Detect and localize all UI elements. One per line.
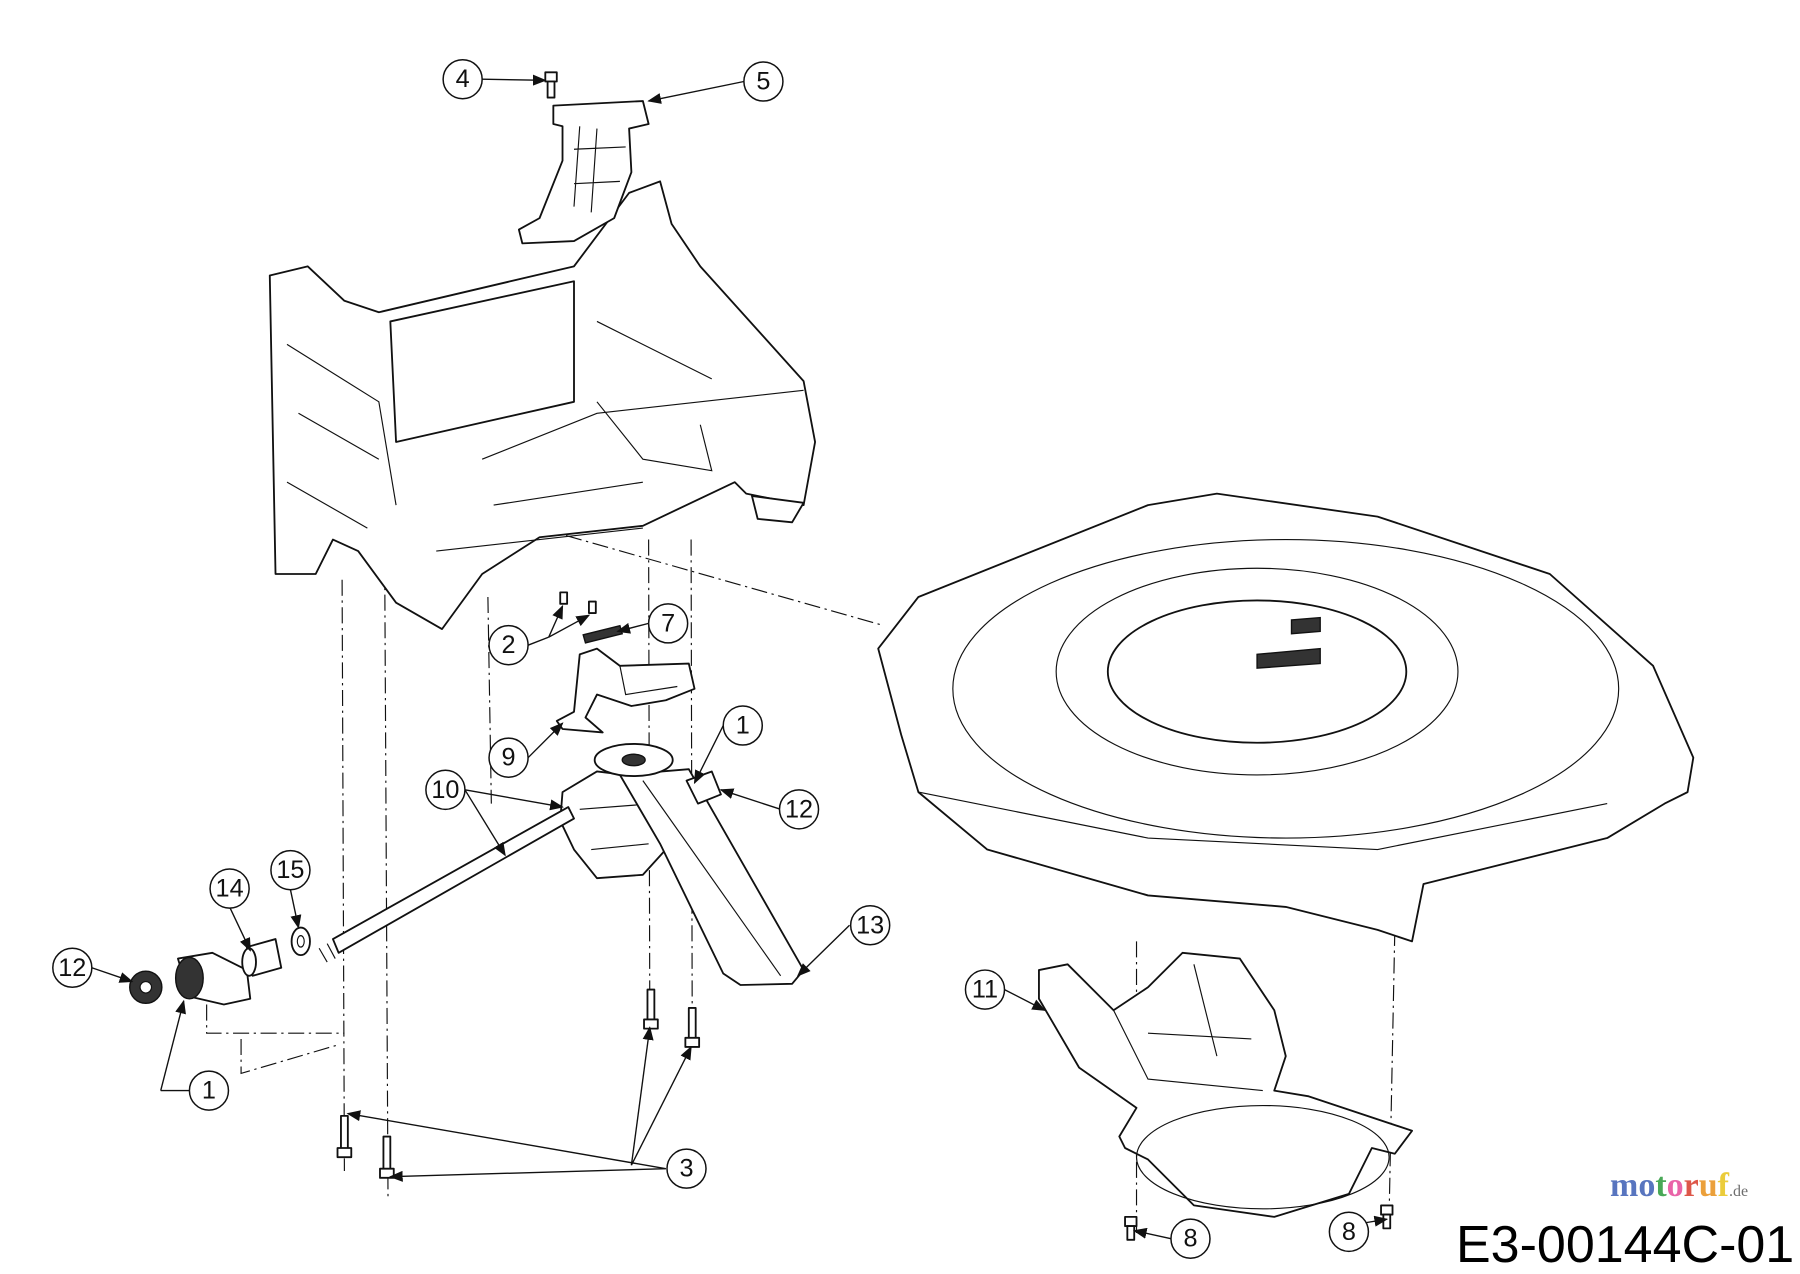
svg-text:7: 7 bbox=[661, 609, 675, 637]
watermark-letter: t bbox=[1655, 1167, 1667, 1204]
drive-bushing-1 bbox=[174, 951, 252, 1006]
callout-12-left: 12 bbox=[52, 947, 93, 989]
discharge-chute-11 bbox=[1038, 951, 1413, 1218]
callout-5: 5 bbox=[743, 61, 784, 102]
callout-4: 4 bbox=[442, 58, 483, 100]
callout-14: 14 bbox=[209, 868, 250, 909]
svg-text:3: 3 bbox=[679, 1155, 693, 1183]
svg-text:13: 13 bbox=[856, 911, 884, 939]
svg-text:12: 12 bbox=[785, 795, 813, 823]
svg-text:1: 1 bbox=[202, 1077, 216, 1105]
drawing-code: E3-00144C-01 bbox=[1456, 1216, 1795, 1274]
callout-11: 11 bbox=[964, 969, 1006, 1010]
callout-3: 3 bbox=[666, 1148, 707, 1189]
callout-8-right: 8 bbox=[1328, 1211, 1370, 1253]
axle-shaft bbox=[318, 806, 575, 963]
bolts-3 bbox=[336, 988, 701, 1179]
watermark-logo: motoruf.de bbox=[1610, 1166, 1748, 1212]
svg-text:15: 15 bbox=[276, 856, 304, 884]
callout-15: 15 bbox=[270, 849, 311, 891]
watermark-letter: o bbox=[1666, 1167, 1684, 1204]
bolt-4 bbox=[544, 71, 558, 99]
watermark-suffix: .de bbox=[1729, 1183, 1749, 1200]
svg-text:12: 12 bbox=[58, 954, 86, 982]
svg-text:1: 1 bbox=[736, 712, 750, 740]
svg-text:9: 9 bbox=[502, 744, 516, 772]
belt-13 bbox=[619, 768, 805, 986]
svg-text:14: 14 bbox=[216, 875, 244, 903]
callout-2: 2 bbox=[488, 624, 529, 666]
bolts-2 bbox=[559, 591, 597, 614]
callout-13: 13 bbox=[849, 905, 891, 946]
pinion-gear-12 bbox=[129, 970, 163, 1005]
watermark-letter: m bbox=[1610, 1167, 1639, 1204]
svg-text:10: 10 bbox=[431, 776, 459, 804]
callout-8-left: 8 bbox=[1170, 1218, 1211, 1259]
watermark-letter: r bbox=[1683, 1167, 1699, 1204]
bracket-9 bbox=[555, 647, 696, 734]
watermark-letter: o bbox=[1638, 1167, 1656, 1204]
spacer-14 bbox=[241, 938, 283, 977]
svg-text:5: 5 bbox=[756, 68, 770, 96]
callout-9: 9 bbox=[488, 737, 529, 778]
watermark-letter: f bbox=[1717, 1167, 1729, 1204]
spring-7 bbox=[582, 624, 624, 644]
callout-12-right: 12 bbox=[778, 789, 820, 830]
callout-1-upper: 1 bbox=[722, 705, 764, 746]
handle-bracket-frame bbox=[268, 180, 816, 631]
svg-text:8: 8 bbox=[1183, 1225, 1197, 1253]
callout-1-lower: 1 bbox=[188, 1070, 230, 1111]
leader-lines bbox=[91, 74, 1389, 1240]
watermark-letter: u bbox=[1698, 1167, 1718, 1204]
callout-10: 10 bbox=[425, 769, 466, 811]
washer-15 bbox=[290, 926, 311, 957]
svg-text:4: 4 bbox=[456, 65, 470, 93]
assembly-lines bbox=[206, 527, 1396, 1235]
svg-text:11: 11 bbox=[972, 976, 998, 1004]
part-5-bracket bbox=[517, 100, 650, 245]
callout-7: 7 bbox=[647, 603, 689, 644]
svg-text:2: 2 bbox=[502, 631, 516, 659]
svg-text:8: 8 bbox=[1342, 1218, 1356, 1246]
mower-deck bbox=[877, 492, 1695, 943]
